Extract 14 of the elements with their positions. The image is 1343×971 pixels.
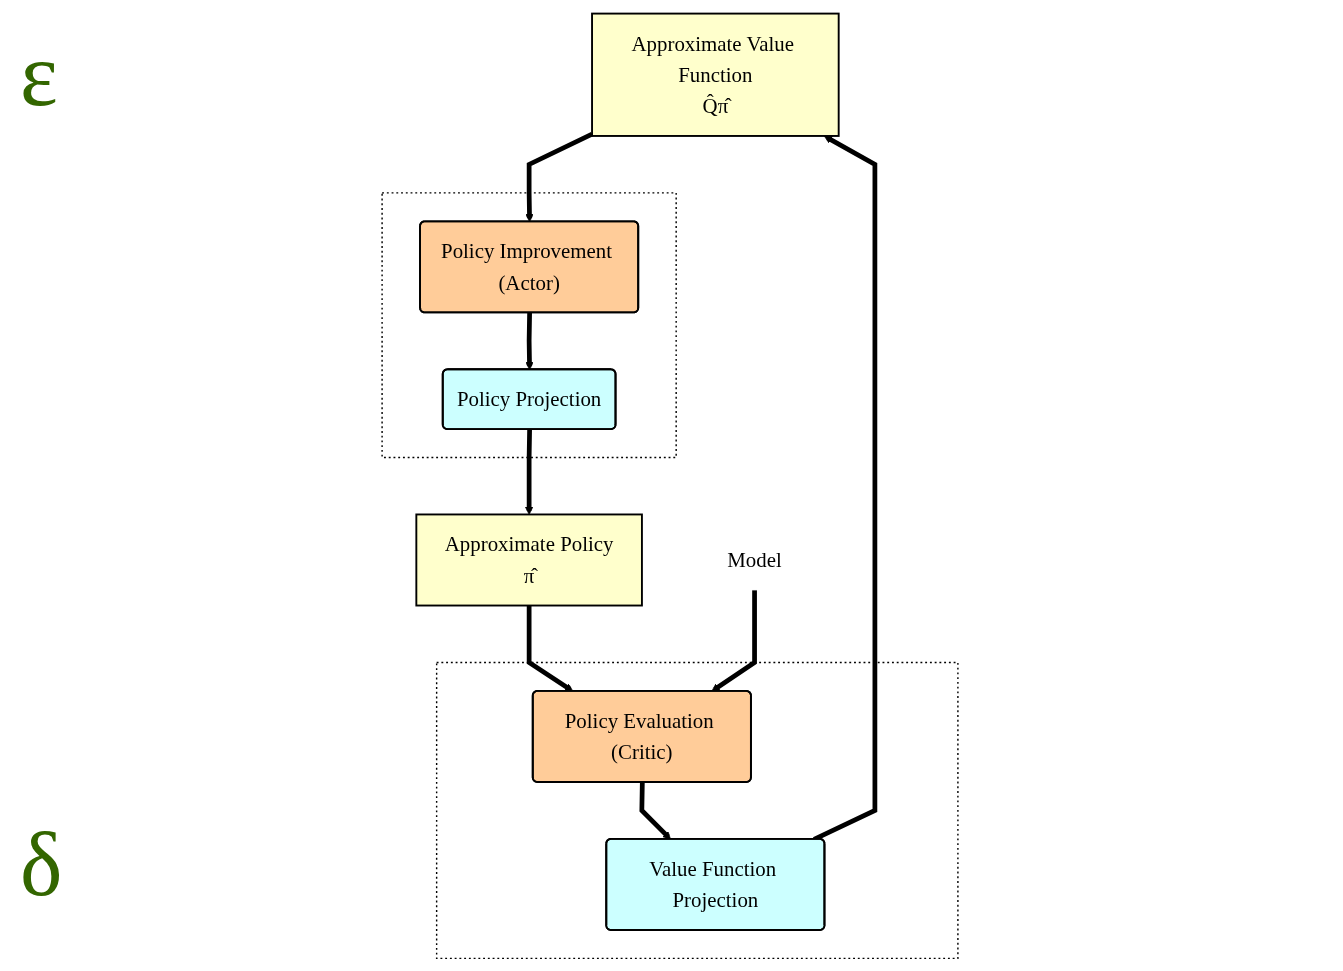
arrow	[711, 589, 757, 692]
node-box: Approximate Policy π̂	[415, 513, 643, 606]
arrow	[813, 135, 878, 841]
greek-letter-label: δ	[20, 820, 63, 910]
arrow	[526, 605, 574, 692]
node-box: Approximate Value Function Q̂π̂	[591, 12, 840, 137]
greek-letter-label: ε	[20, 30, 58, 120]
arrow	[525, 131, 594, 222]
arrow	[524, 429, 534, 515]
node-text: Model	[727, 547, 782, 572]
cluster	[381, 191, 677, 458]
cluster	[435, 661, 959, 959]
arrow	[639, 781, 671, 840]
arrow	[525, 312, 534, 370]
